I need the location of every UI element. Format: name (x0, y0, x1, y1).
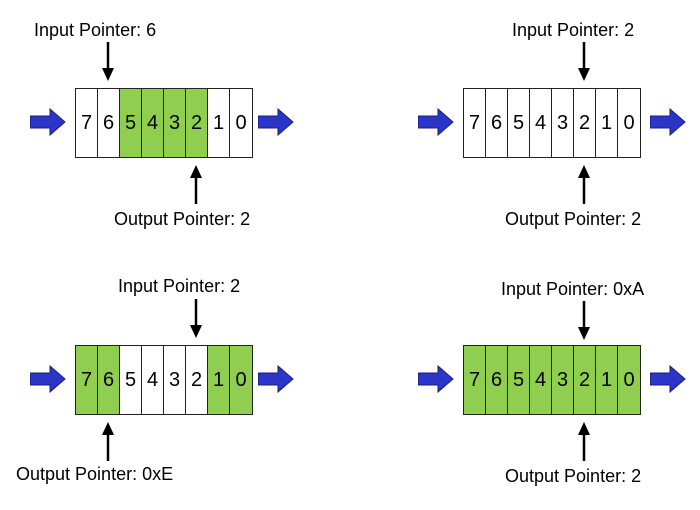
input-pointer-label: Input Pointer: 6 (34, 20, 157, 40)
buffer-cell: 6 (486, 89, 508, 157)
buffer-cell: 3 (552, 89, 574, 157)
flow-out-arrow-icon (650, 108, 686, 136)
flow-out-arrow-icon (258, 108, 294, 136)
flow-in-arrow-icon (30, 365, 66, 393)
input-pointer-label: Input Pointer: 2 (118, 276, 241, 296)
buffer-cell: 6 (98, 89, 120, 157)
buffer-cell: 2 (186, 346, 208, 414)
buffer-cell: 4 (530, 346, 552, 414)
output-pointer-arrow-icon (102, 422, 114, 461)
input-pointer-label: Input Pointer: 0xA (501, 279, 645, 299)
buffer-cell: 1 (208, 89, 230, 157)
output-pointer-arrow-icon (190, 165, 202, 204)
flow-out-arrow-icon (258, 365, 294, 393)
input-pointer-arrow-icon (190, 299, 202, 338)
buffer-cell: 5 (508, 346, 530, 414)
input-pointer-arrow-icon (102, 42, 114, 81)
output-pointer-label: Output Pointer: 0xE (16, 464, 174, 484)
buffer-cell: 3 (552, 346, 574, 414)
buffer-cell: 0 (230, 346, 252, 414)
buffer-cell: 3 (164, 89, 186, 157)
ring-buffer: 7 6 5 4 3 2 1 0 (75, 88, 253, 158)
buffer-cell: 1 (208, 346, 230, 414)
input-pointer-arrow-icon (578, 42, 590, 81)
ring-buffer: 7 6 5 4 3 2 1 0 (463, 345, 641, 415)
buffer-cell: 2 (574, 346, 596, 414)
buffer-cell: 7 (76, 346, 98, 414)
buffer-cell: 6 (98, 346, 120, 414)
buffer-panel-2: Input Pointer: 2 7 6 5 4 3 2 1 0 Output … (350, 0, 700, 255)
buffer-cell: 5 (120, 346, 142, 414)
output-pointer-label: Output Pointer: 2 (505, 466, 642, 486)
output-pointer-label: Output Pointer: 2 (505, 209, 642, 229)
buffer-cell: 4 (142, 346, 164, 414)
buffer-cell: 0 (618, 346, 640, 414)
buffer-cell: 7 (464, 346, 486, 414)
buffer-panel-3: Input Pointer: 2 7 6 5 4 3 2 1 0 Output … (0, 255, 350, 510)
buffer-cell: 4 (530, 89, 552, 157)
buffer-cell: 2 (574, 89, 596, 157)
output-pointer-label: Output Pointer: 2 (114, 209, 251, 229)
flow-in-arrow-icon (418, 108, 454, 136)
flow-in-arrow-icon (418, 365, 454, 393)
buffer-cell: 5 (120, 89, 142, 157)
ring-buffer: 7 6 5 4 3 2 1 0 (463, 88, 641, 158)
ring-buffer: 7 6 5 4 3 2 1 0 (75, 345, 253, 415)
input-pointer-arrow-icon (578, 301, 590, 340)
buffer-cell: 3 (164, 346, 186, 414)
flow-out-arrow-icon (650, 365, 686, 393)
flow-in-arrow-icon (30, 108, 66, 136)
buffer-panel-4: Input Pointer: 0xA 7 6 5 4 3 2 1 0 Outpu… (350, 255, 700, 510)
buffer-cell: 7 (76, 89, 98, 157)
input-pointer-label: Input Pointer: 2 (512, 20, 635, 40)
buffer-cell: 7 (464, 89, 486, 157)
output-pointer-arrow-icon (578, 422, 590, 461)
buffer-panel-1: Input Pointer: 6 7 6 5 4 3 2 1 0 Output … (0, 0, 350, 255)
buffer-cell: 1 (596, 346, 618, 414)
buffer-cell: 6 (486, 346, 508, 414)
output-pointer-arrow-icon (578, 165, 590, 204)
buffer-cell: 2 (186, 89, 208, 157)
buffer-cell: 0 (230, 89, 252, 157)
buffer-cell: 0 (618, 89, 640, 157)
buffer-cell: 4 (142, 89, 164, 157)
buffer-cell: 5 (508, 89, 530, 157)
buffer-cell: 1 (596, 89, 618, 157)
